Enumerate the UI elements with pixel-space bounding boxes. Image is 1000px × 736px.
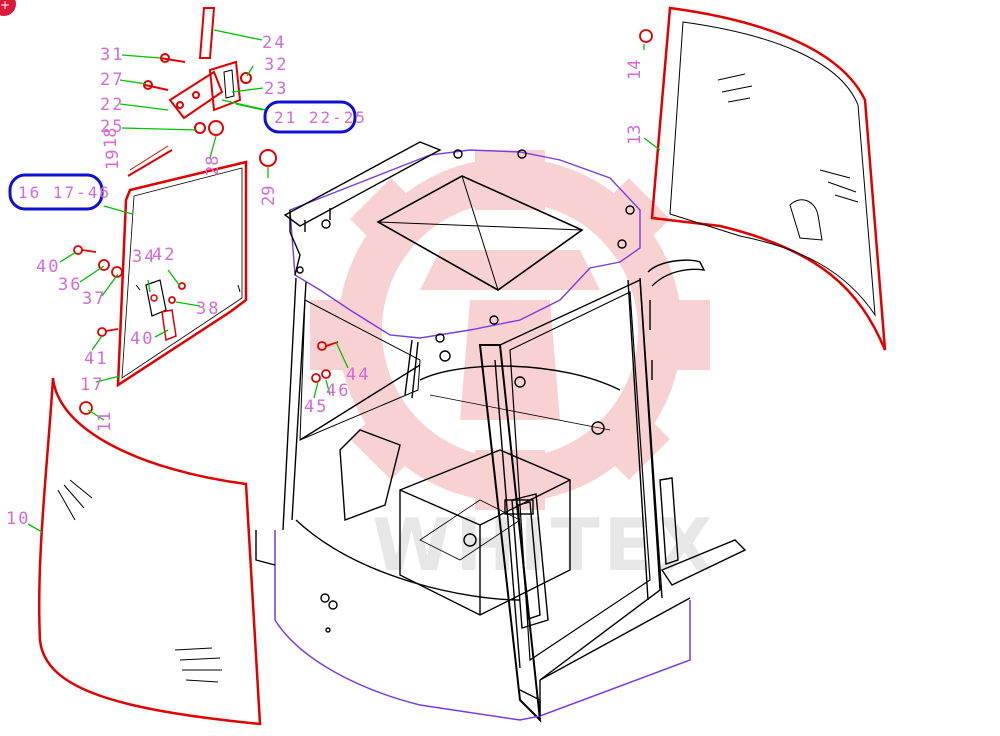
callout-42: 42 [152,245,176,265]
callout-13: 13 [625,125,645,145]
callout-29: 29 [259,186,279,206]
callout-27: 27 [100,70,124,90]
door-glass-panel [116,160,248,388]
callout-40-lower: 40 [130,329,154,349]
callout-31: 31 [100,45,124,65]
callout-14: 14 [625,60,645,80]
callout-18: 18 [101,128,121,148]
callout-38: 38 [196,299,220,319]
callout-37: 37 [82,289,106,309]
right-windshield-glass [650,6,887,351]
callout-28: 28 [203,156,223,176]
leader-lines [27,29,661,533]
callout-24: 24 [262,33,286,53]
callout-45: 45 [304,397,328,417]
callout-numbers: 24 31 32 27 23 22 25 18 19 28 29 14 13 4… [6,33,645,529]
group-badge-hinge-label: 21 22-25 [274,108,367,127]
callout-23: 23 [264,79,288,99]
callout-10: 10 [6,509,30,529]
callout-32: 32 [264,55,288,75]
group-badge-door-label: 16 17-46 [18,183,111,202]
callout-17: 17 [80,375,104,395]
left-windshield-glass [37,377,262,726]
callout-41: 41 [84,349,108,369]
callout-44: 44 [346,365,370,385]
callout-36: 36 [58,275,82,295]
callout-19: 19 [103,150,123,170]
callout-25: 25 [100,117,124,137]
callout-46: 46 [326,381,350,401]
group-badge-hinge[interactable]: 21 22-25 [263,100,367,134]
callout-40-upper: 40 [36,257,60,277]
corner-badge[interactable]: + [0,0,16,16]
door-hardware [73,29,653,415]
callout-22: 22 [100,95,124,115]
cab-body [255,141,747,723]
callout-34: 34 [132,247,156,267]
group-badge-door[interactable]: 16 17-46 [8,173,111,211]
callout-11: 11 [95,412,115,432]
hinge-assembly [127,7,277,177]
corner-badge-label: + [0,0,10,12]
